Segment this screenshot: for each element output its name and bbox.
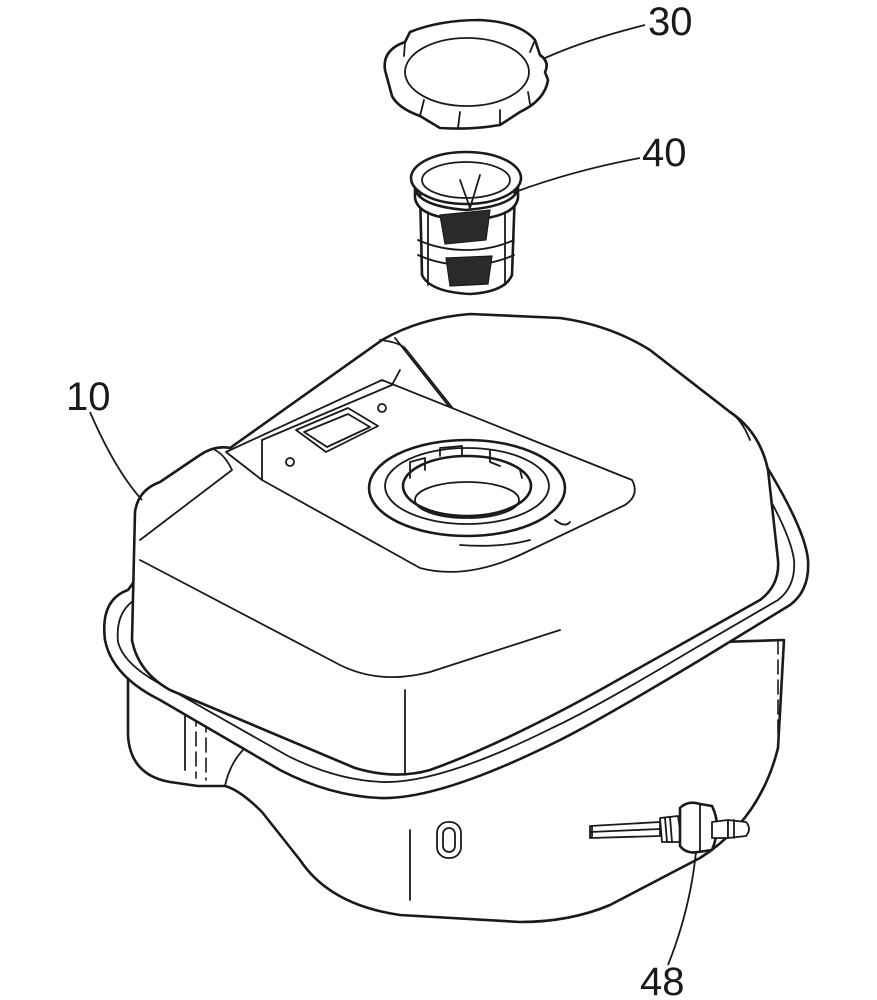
drain-fitting	[589, 801, 750, 854]
fuel-strainer	[409, 150, 523, 296]
fuel-cap	[383, 18, 550, 130]
callout-strainer: 40	[642, 131, 687, 175]
callout-cap: 30	[648, 0, 693, 44]
leader-tank	[89, 411, 143, 501]
leader-drain	[667, 851, 697, 966]
leader-strainer	[514, 157, 641, 193]
fuel-tank	[102, 312, 810, 924]
leader-cap	[544, 24, 646, 59]
callout-drain: 48	[640, 960, 685, 1000]
callout-tank: 10	[66, 375, 111, 419]
